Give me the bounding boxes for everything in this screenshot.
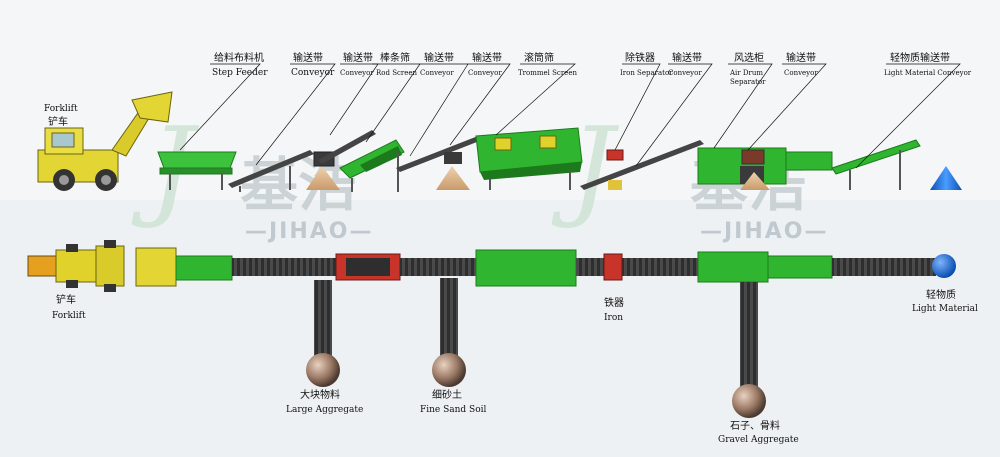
label-iron-separator-en: Iron Separator	[620, 69, 673, 77]
iron-bin-top	[608, 180, 622, 190]
light-conveyor-start-plan	[767, 255, 833, 279]
watermark-brand-en-left: —JIHAO—	[245, 219, 374, 244]
gravel-pile-top	[740, 172, 770, 190]
fine-sand-label-zh: 细砂土	[432, 388, 462, 401]
label-conveyor-1-en: Conveyor	[291, 68, 335, 78]
light-material-label-en: Light Material	[912, 304, 978, 314]
light-material-conveyor-plan	[832, 258, 936, 276]
label-step-feeder-zh: 给料布料机	[214, 51, 264, 64]
label-conveyor-5-en: Conveyor	[668, 69, 702, 77]
large-aggregate-label-en: Large Aggregate	[286, 405, 363, 415]
large-aggregate-pile	[306, 353, 340, 387]
forklift-plan-view	[27, 240, 177, 292]
gravel-label-zh: 石子、骨料	[730, 419, 780, 432]
iron-label-zh: 铁器	[604, 296, 624, 309]
conveyor-3	[396, 136, 482, 172]
conveyor-1	[228, 150, 314, 192]
label-conveyor-5-zh: 输送带	[672, 51, 702, 64]
air-drum-separator-plan	[697, 251, 769, 283]
label-light-conveyor-en: Light Material Conveyor	[884, 69, 972, 77]
conveyor-2	[318, 130, 376, 164]
fine-sand-pile	[432, 353, 466, 387]
large-aggregate-pile-top	[306, 166, 340, 190]
label-light-conveyor-zh: 轻物质输送带	[890, 51, 950, 64]
forklift-bottom-label-en: Forklift	[52, 311, 86, 321]
conveyor-3-plan	[400, 258, 476, 276]
label-conveyor-6-en: Conveyor	[784, 69, 818, 77]
forklift-side-view	[37, 91, 173, 191]
air-drum-separator	[697, 147, 787, 185]
label-conveyor-1-zh: 输送带	[293, 51, 323, 64]
label-iron-separator-zh: 除铁器	[625, 51, 655, 64]
conveyor-1-plan	[232, 258, 336, 276]
iron-label-en: Iron	[604, 313, 623, 323]
rod-screen-bars	[346, 258, 390, 276]
trommel-screen-plan	[475, 249, 577, 287]
conveyor-4	[580, 140, 704, 190]
light-material-cone-plan	[932, 254, 956, 278]
label-rod-screen-en: Rod Screen	[376, 69, 418, 77]
label-air-drum-zh: 风选柜	[734, 51, 764, 64]
label-rod-screen-zh: 棒条筛	[380, 51, 410, 64]
label-air-drum-en-2: Separator	[730, 78, 766, 86]
step-feeder-plan	[175, 255, 233, 281]
watermark-brand-cn-left: 基浩	[240, 151, 356, 219]
label-air-drum-en-1: Air Drum	[729, 69, 763, 77]
large-aggregate-label-zh: 大块物料	[300, 388, 340, 401]
light-material-conveyor	[785, 139, 921, 190]
label-conveyor-3-zh: 输送带	[424, 51, 454, 64]
gravel-aggregate-pile	[732, 384, 766, 418]
trommel-screen	[475, 127, 583, 190]
large-aggregate-conveyor	[314, 280, 332, 362]
light-material-label-zh: 轻物质	[926, 288, 956, 301]
iron-separator-plan	[603, 253, 623, 281]
conveyor-4-plan	[576, 258, 700, 276]
fine-sand-label-en: Fine Sand Soil	[420, 405, 487, 415]
chute-2	[444, 152, 462, 164]
step-feeder	[157, 151, 237, 190]
label-conveyor-4-zh: 输送带	[472, 51, 502, 64]
label-conveyor-2-zh: 输送带	[343, 51, 373, 64]
light-material-cone-top	[930, 166, 962, 190]
bottom-panel-bg	[0, 200, 1000, 457]
label-step-feeder-en: Step Feeder	[212, 68, 268, 78]
watermark-brand-en-right: —JIHAO—	[700, 219, 829, 244]
iron-separator-top	[606, 149, 624, 161]
forklift-bottom-label-zh: 铲车	[56, 293, 76, 306]
label-conveyor-4-en: Conveyor	[468, 69, 502, 77]
label-conveyor-2-en: Conveyor	[340, 69, 374, 77]
top-leader-lines	[179, 63, 961, 169]
label-conveyor-6-zh: 输送带	[786, 51, 816, 64]
label-conveyor-3-en: Conveyor	[420, 69, 454, 77]
label-trommel-screen-en: Trommel Screen	[518, 69, 577, 77]
fine-sand-pile-top	[436, 166, 470, 190]
gravel-conveyor	[740, 282, 758, 392]
gravel-label-en: Gravel Aggregate	[718, 435, 799, 445]
forklift-top-label-en: Forklift	[44, 104, 78, 114]
fine-sand-conveyor	[440, 278, 458, 362]
forklift-top-label-zh: 铲车	[48, 115, 68, 128]
label-trommel-screen-zh: 滚筒筛	[524, 51, 554, 64]
rod-screen	[339, 139, 405, 192]
